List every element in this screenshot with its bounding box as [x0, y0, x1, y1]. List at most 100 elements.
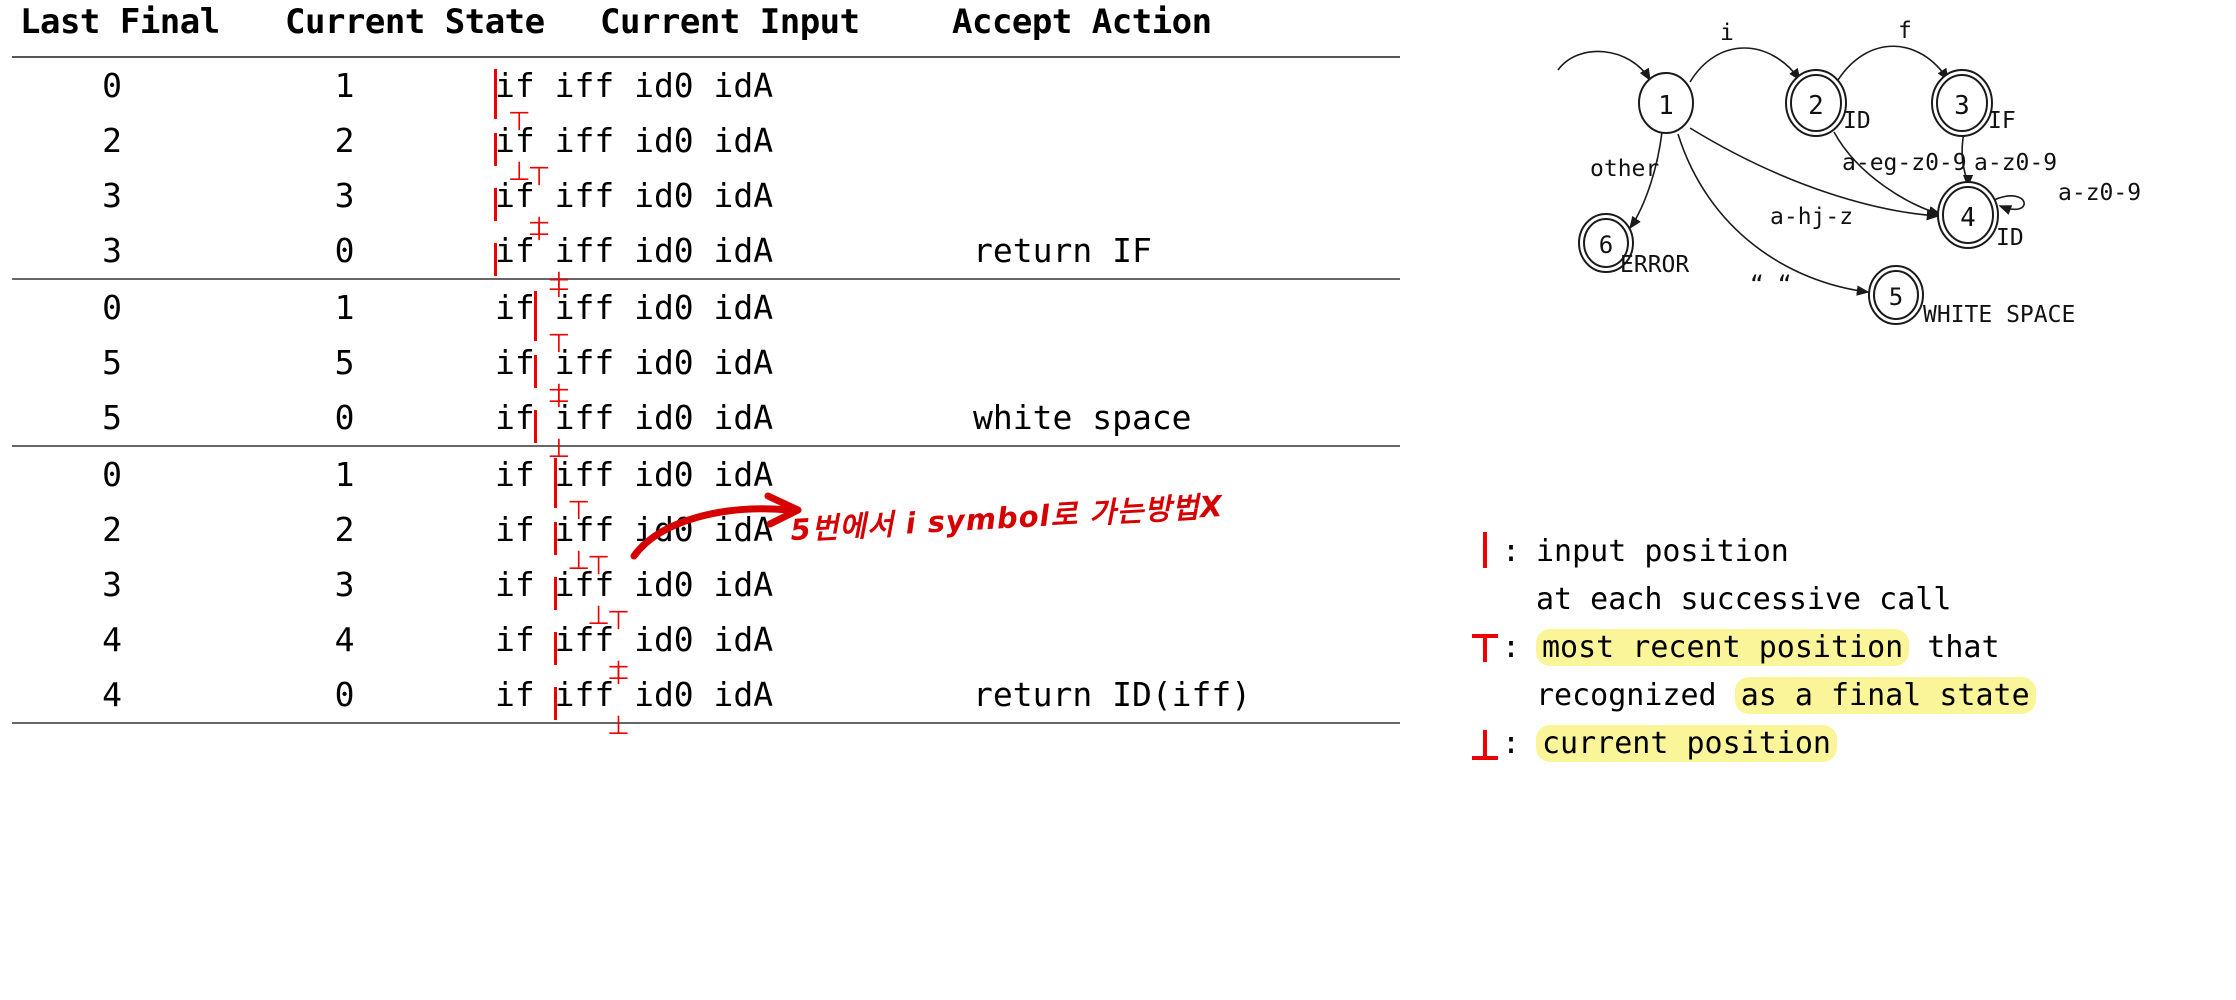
input-position-marker — [553, 458, 557, 508]
input-position-marker — [494, 243, 497, 276]
cell-current-input: if iff id0 idA⊤⊥ — [477, 608, 965, 684]
input-position-marker — [553, 687, 557, 720]
cell-current-state: 3 — [334, 176, 355, 215]
column-header-accept-action: Accept Action — [952, 2, 1212, 42]
legend: : input position at each successive call… — [1468, 528, 2228, 768]
cell-last-final: 4 — [102, 675, 122, 714]
input-string: if iff id0 idA — [495, 66, 774, 105]
most-recent-final-marker: ⊤ — [547, 329, 571, 359]
input-position-marker — [494, 133, 497, 166]
cell-accept-action: return IF — [973, 231, 1152, 270]
cell-current-state: 3 — [334, 565, 355, 604]
edge-label: f — [1898, 18, 1912, 44]
state-node-1[interactable] — [1638, 72, 1694, 134]
column-header-last-final: Last Final — [20, 2, 220, 42]
legend-colon: : — [1502, 726, 1521, 761]
most-recent-final-marker: ⊤ — [507, 107, 531, 137]
most-recent-final-marker: ⊤ — [607, 661, 630, 691]
edge-label: a-z0-9 — [1974, 150, 2057, 176]
legend-highlight: as a final state — [1734, 677, 2036, 714]
current-position-marker: ⊥ — [527, 212, 551, 242]
cell-last-final: 2 — [102, 121, 122, 160]
tee-down-icon — [1468, 624, 1502, 668]
cell-current-input: if iff id0 idA⊤⊥ — [477, 553, 965, 629]
state-node-4-inner — [1942, 186, 1994, 244]
edge-1-to-5-space — [1677, 133, 1870, 296]
state-label-2: 2 — [1808, 91, 1824, 121]
edge-label: a-eg-z0-9 — [1842, 150, 1967, 176]
edge-label: other — [1590, 156, 1659, 182]
cell-last-final: 0 — [102, 66, 122, 105]
current-position-marker: ⊥ — [507, 157, 531, 187]
most-recent-final-marker: ⊤ — [547, 384, 571, 414]
state-label-5: 5 — [1889, 283, 1903, 311]
automaton-svg: 1 2 3 4 5 6 — [1557, 18, 2141, 328]
cell-current-state: 1 — [334, 455, 355, 494]
cell-current-input: if iff id0 idA⊤ ⊥ — [477, 386, 965, 462]
cell-last-final: 5 — [102, 398, 122, 437]
state-label-6: 6 — [1599, 231, 1613, 259]
most-recent-final-marker: ⊤ — [547, 274, 571, 304]
column-header-current-state: Current State — [285, 2, 545, 42]
state-label-3: 3 — [1954, 91, 1970, 121]
input-string: if iff id0 idA — [495, 121, 774, 160]
input-string: if iff id0 idA — [495, 231, 774, 270]
automaton-diagram: 1 2 3 4 5 6 — [1440, 0, 2236, 360]
most-recent-final-marker: ⊤ — [527, 162, 551, 192]
legend-text-line1: most recent position that — [1536, 624, 2228, 672]
cell-last-final: 2 — [102, 510, 122, 549]
edge-4-self-loop — [1993, 195, 2025, 215]
cell-current-state: 1 — [334, 288, 355, 327]
input-string: if iff id0 idA — [495, 398, 774, 437]
trace-table: Last Final Current State Current Input A… — [12, 2, 1407, 739]
legend-item-most-recent-final: : most recent position that — [1468, 624, 2228, 672]
cell-current-input: if iff id0 idA⊤ — [477, 276, 965, 341]
state-sublabel: ERROR — [1620, 252, 1689, 278]
legend-colon: : — [1502, 630, 1521, 665]
state-sublabel: ID — [1996, 225, 2024, 251]
edge-1-to-6-other — [1629, 131, 1663, 230]
tee-up-icon — [1468, 720, 1502, 764]
current-position-marker: ⊥ — [607, 711, 630, 741]
column-header-current-input: Current Input — [600, 2, 860, 42]
input-cursor-icon — [1468, 528, 1502, 572]
state-node-5-inner — [1873, 270, 1919, 320]
cell-current-input: if iff id0 idA⊤ ⊥ — [477, 109, 965, 185]
most-recent-final-marker: ⊤ — [567, 496, 591, 526]
input-position-marker — [553, 632, 557, 665]
legend-text-line2: at each successive call — [1536, 582, 1952, 617]
cell-current-input: if iff id0 idA⊤⊥ — [477, 164, 965, 240]
current-position-marker: ⊥ — [587, 601, 610, 631]
cell-last-final: 3 — [102, 565, 122, 604]
legend-plain: that — [1909, 630, 2000, 665]
input-string: if iff id0 idA — [495, 288, 774, 327]
cell-current-state: 5 — [334, 343, 355, 382]
state-label-1: 1 — [1658, 91, 1674, 121]
current-position-marker: ⊥ — [547, 434, 571, 464]
edge-2-to-3-f — [1837, 45, 1949, 82]
legend-item-input-position: : input position — [1468, 528, 2228, 576]
cell-current-state: 0 — [334, 398, 355, 437]
legend-text-line1: current position — [1536, 720, 2228, 768]
state-nodes: 1 2 3 4 5 6 — [1578, 69, 1999, 325]
table-header-row: Last Final Current State Current Input A… — [12, 2, 1407, 56]
current-position-marker: ⊥ — [547, 379, 571, 409]
input-position-marker — [553, 577, 557, 610]
edge-2-to-4 — [1833, 131, 1942, 217]
table-group-rule — [12, 722, 1400, 724]
state-node-2-inner — [1790, 74, 1842, 132]
legend-text-line2: recognized as a final state — [1468, 672, 2228, 720]
cell-current-input: if iff id0 idA⊤⊥ — [477, 219, 965, 295]
cell-current-state: 0 — [334, 231, 355, 270]
input-position-marker — [533, 355, 537, 388]
legend-item-current-position: : current position — [1468, 720, 2228, 768]
